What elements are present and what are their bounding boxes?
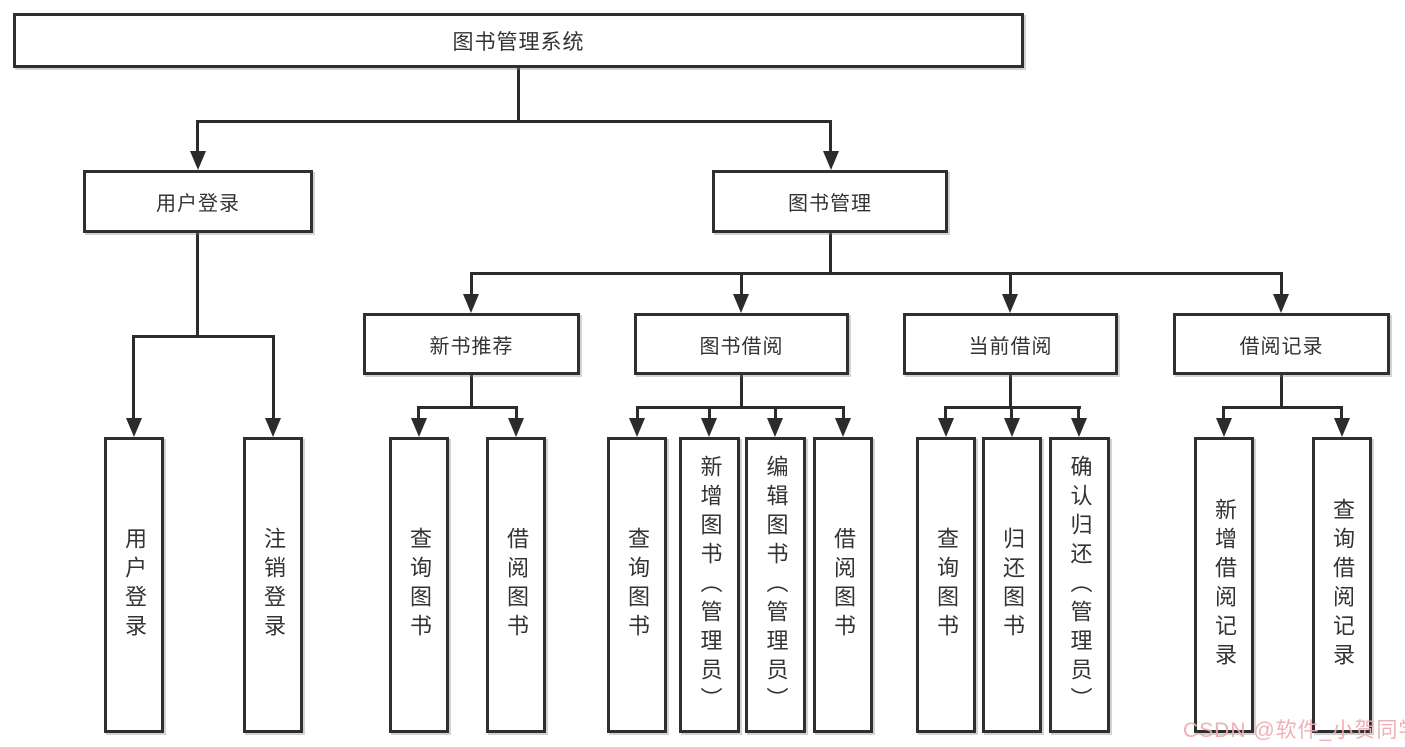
arrow-down-icon bbox=[1216, 418, 1232, 437]
connector-line bbox=[196, 233, 199, 338]
node-label: 查询图书 bbox=[407, 527, 432, 643]
arrow-down-icon bbox=[1273, 294, 1289, 313]
node-book-management: 图书管理 bbox=[712, 170, 948, 233]
leaf-confirm-return-admin: 确认归还（管理员） bbox=[1049, 437, 1110, 733]
connector-line bbox=[636, 406, 844, 409]
leaf-logout-login: 注销登录 bbox=[243, 437, 303, 733]
leaf-query-books-recommend: 查询图书 bbox=[389, 437, 449, 733]
arrow-down-icon bbox=[508, 418, 524, 437]
connector-line bbox=[842, 406, 845, 422]
connector-line bbox=[1280, 272, 1283, 298]
connector-line bbox=[196, 120, 199, 156]
connector-line bbox=[132, 335, 135, 423]
connector-line bbox=[740, 375, 743, 409]
arrow-down-icon bbox=[733, 294, 749, 313]
node-label: 借阅记录 bbox=[1239, 335, 1324, 358]
connector-line bbox=[1077, 406, 1080, 422]
leaf-query-books-current: 查询图书 bbox=[916, 437, 976, 733]
node-label: 新书推荐 bbox=[429, 335, 514, 358]
connector-line bbox=[517, 68, 520, 122]
leaf-return-books: 归还图书 bbox=[982, 437, 1042, 733]
connector-line bbox=[132, 335, 275, 338]
connector-line bbox=[1340, 406, 1343, 422]
arrow-down-icon bbox=[767, 418, 783, 437]
node-label: 查询借阅记录 bbox=[1330, 498, 1355, 672]
arrow-down-icon bbox=[1002, 294, 1018, 313]
node-label: 编辑图书（管理员） bbox=[763, 454, 789, 716]
connector-line bbox=[829, 120, 832, 156]
node-label: 用户登录 bbox=[156, 193, 240, 215]
leaf-add-borrowing-record: 新增借阅记录 bbox=[1194, 437, 1254, 733]
arrow-down-icon bbox=[629, 418, 645, 437]
node-label: 新增图书（管理员） bbox=[697, 454, 723, 716]
node-borrowing-records: 借阅记录 bbox=[1173, 313, 1390, 375]
connector-line bbox=[1222, 406, 1343, 409]
arrow-down-icon bbox=[190, 151, 206, 170]
arrow-down-icon bbox=[1004, 418, 1020, 437]
node-label: 查询图书 bbox=[625, 527, 650, 643]
connector-line bbox=[417, 406, 518, 409]
leaf-add-books-admin: 新增图书（管理员） bbox=[679, 437, 740, 733]
arrow-down-icon bbox=[411, 418, 427, 437]
leaf-borrow-books-borrowing: 借阅图书 bbox=[813, 437, 873, 733]
node-label: 新增借阅记录 bbox=[1212, 498, 1237, 672]
arrow-down-icon bbox=[1071, 418, 1087, 437]
node-new-book-recommend: 新书推荐 bbox=[363, 313, 580, 375]
connector-line bbox=[470, 272, 1283, 275]
arrow-down-icon bbox=[265, 418, 281, 437]
node-library-system: 图书管理系统 bbox=[13, 13, 1024, 68]
arrow-down-icon bbox=[463, 294, 479, 313]
node-user-login: 用户登录 bbox=[83, 170, 313, 233]
connector-line bbox=[417, 406, 420, 422]
connector-line bbox=[515, 406, 518, 422]
node-label: 图书管理 bbox=[788, 193, 872, 215]
leaf-user-login: 用户登录 bbox=[104, 437, 164, 733]
connector-line bbox=[1222, 406, 1225, 422]
connector-line bbox=[774, 406, 777, 422]
node-label: 借阅图书 bbox=[504, 527, 529, 643]
node-current-borrowing: 当前借阅 bbox=[903, 313, 1118, 375]
csdn-watermark: CSDN @软件_小贺同学 bbox=[1183, 719, 1405, 742]
connector-line bbox=[272, 335, 275, 423]
connector-line bbox=[1009, 375, 1012, 409]
connector-line bbox=[829, 233, 832, 275]
node-label: 查询图书 bbox=[934, 527, 959, 643]
connector-line bbox=[636, 406, 639, 422]
arrow-down-icon bbox=[835, 418, 851, 437]
connector-line bbox=[708, 406, 711, 422]
node-label: 注销登录 bbox=[261, 527, 286, 643]
node-label: 当前借阅 bbox=[968, 335, 1053, 358]
connector-line bbox=[1009, 272, 1012, 298]
leaf-borrow-books-recommend: 借阅图书 bbox=[486, 437, 546, 733]
arrow-down-icon bbox=[1334, 418, 1350, 437]
node-label: 借阅图书 bbox=[831, 527, 856, 643]
node-book-borrowing: 图书借阅 bbox=[634, 313, 849, 375]
connector-line bbox=[740, 272, 743, 298]
connector-line bbox=[1280, 375, 1283, 409]
connector-line bbox=[1010, 406, 1013, 422]
connector-line bbox=[470, 375, 473, 409]
connector-line bbox=[944, 406, 947, 422]
connector-line bbox=[196, 120, 832, 123]
arrow-down-icon bbox=[938, 418, 954, 437]
leaf-edit-books-admin: 编辑图书（管理员） bbox=[745, 437, 806, 733]
arrow-down-icon bbox=[701, 418, 717, 437]
node-label: 归还图书 bbox=[1000, 527, 1025, 643]
node-label: 图书借阅 bbox=[699, 335, 784, 358]
arrow-down-icon bbox=[823, 151, 839, 170]
leaf-query-borrowing-record: 查询借阅记录 bbox=[1312, 437, 1372, 733]
node-label: 图书管理系统 bbox=[452, 30, 585, 54]
arrow-down-icon bbox=[126, 418, 142, 437]
connector-line bbox=[470, 272, 473, 298]
node-label: 用户登录 bbox=[122, 527, 147, 643]
leaf-query-books-borrowing: 查询图书 bbox=[607, 437, 667, 733]
node-label: 确认归还（管理员） bbox=[1067, 454, 1093, 716]
